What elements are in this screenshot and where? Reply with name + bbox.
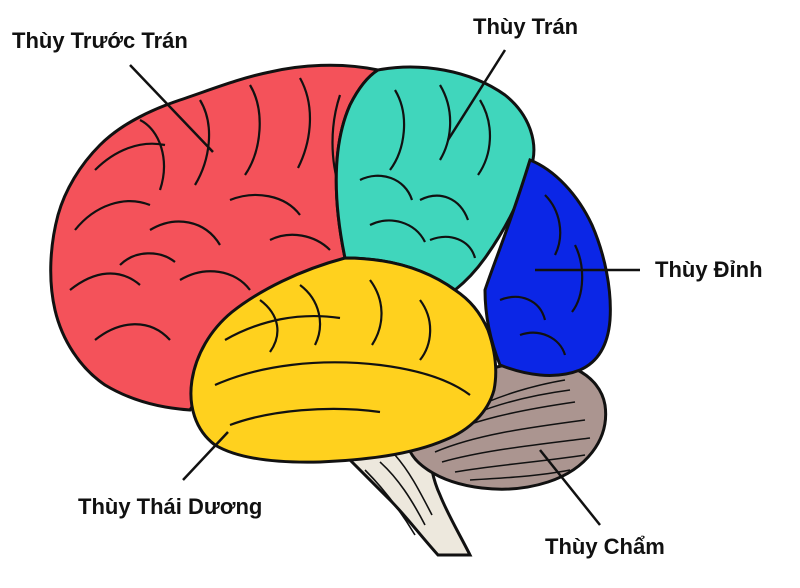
label-temporal-lobe: Thùy Thái Dương xyxy=(78,494,263,519)
leader-line-prefrontal xyxy=(129,64,214,153)
label-occipital-lobe: Thùy Chẩm xyxy=(545,534,665,559)
temporal-lobe-region xyxy=(189,256,498,464)
brainstem-detail xyxy=(364,454,433,536)
frontal-folds xyxy=(359,84,491,259)
cerebellum-folds xyxy=(431,379,591,481)
label-parietal-lobe: Thùy Đỉnh xyxy=(655,257,763,282)
parietal-lobe-region xyxy=(483,158,612,377)
frontal-lobe-region xyxy=(334,65,536,292)
prefrontal-folds xyxy=(69,77,342,341)
label-prefrontal-lobe: Thùy Trước Trán xyxy=(12,28,188,53)
label-frontal-lobe: Thùy Trán xyxy=(473,14,579,39)
leader-line-occipital xyxy=(539,449,601,526)
leader-line-temporal xyxy=(182,431,229,481)
temporal-folds xyxy=(214,279,471,427)
leader-line-frontal xyxy=(446,49,507,141)
parietal-folds xyxy=(499,194,584,356)
